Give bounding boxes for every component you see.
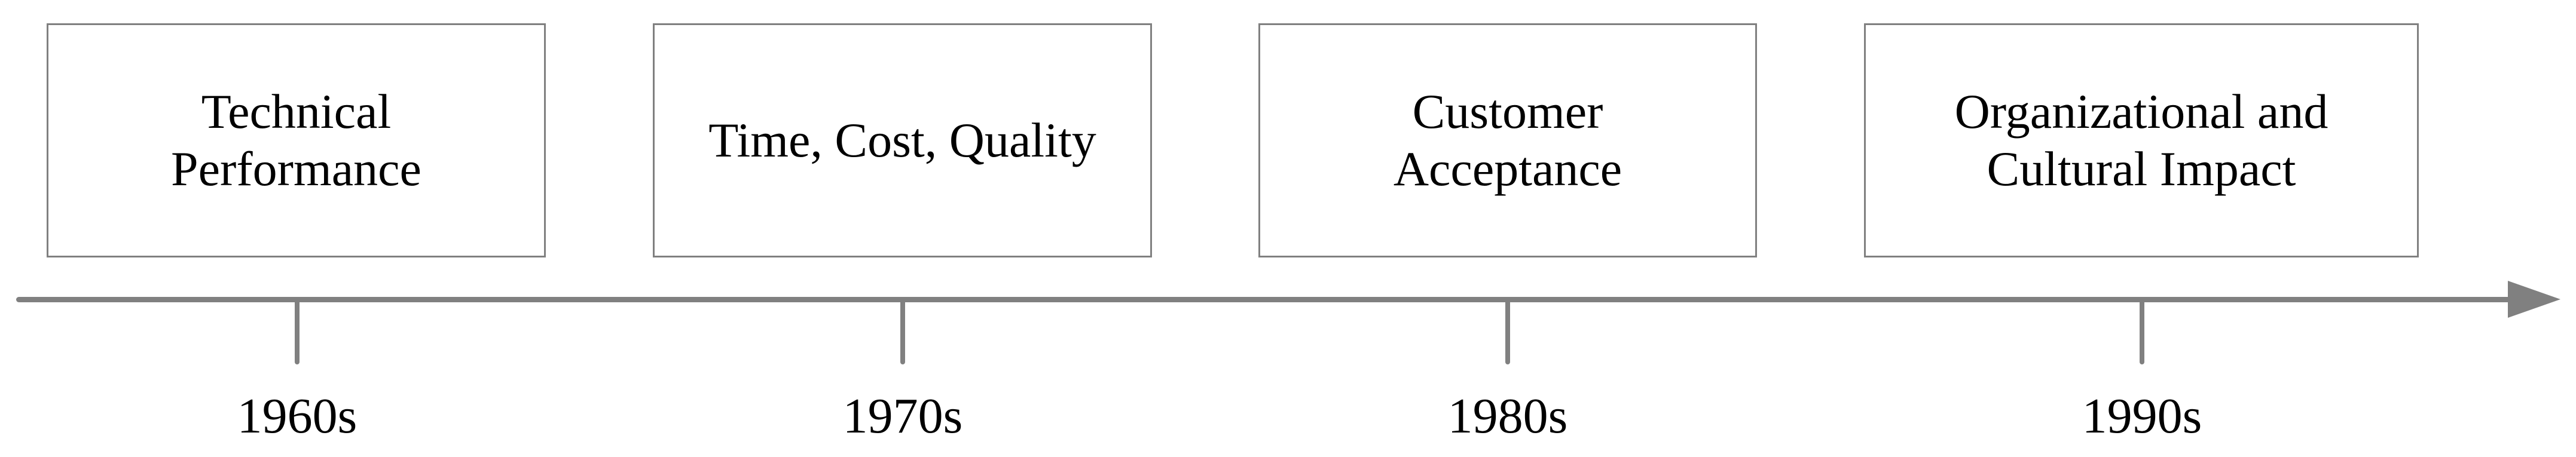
tick-1980s bbox=[1505, 300, 1510, 364]
timeline-axis bbox=[16, 297, 2511, 302]
tick-1970s bbox=[900, 300, 905, 364]
era-box-1980s-label-line-1: Customer bbox=[1412, 84, 1603, 139]
era-box-1990s: Organizational and Cultural Impact bbox=[1864, 23, 2419, 257]
era-box-1970s: Time, Cost, Quality bbox=[653, 23, 1152, 257]
decade-label-1980s: 1980s bbox=[1447, 388, 1568, 444]
decade-label-1960s: 1960s bbox=[237, 388, 357, 444]
tick-1990s bbox=[2140, 300, 2144, 364]
era-box-1990s-label-line-2: Cultural Impact bbox=[1987, 142, 2296, 196]
decade-label-1970s: 1970s bbox=[842, 388, 963, 444]
era-box-1990s-label-line-1: Organizational and bbox=[1954, 84, 2329, 139]
era-box-1970s-label-line-1: Time, Cost, Quality bbox=[708, 113, 1096, 167]
era-box-1980s: Customer Acceptance bbox=[1258, 23, 1757, 257]
era-box-1960s-label-line-1: Technical bbox=[201, 84, 392, 139]
tick-1960s bbox=[295, 300, 300, 364]
timeline-arrow-head-icon bbox=[2508, 281, 2560, 318]
era-box-1980s-label-line-2: Acceptance bbox=[1393, 142, 1622, 196]
era-box-1960s-label-line-2: Performance bbox=[171, 142, 421, 196]
decade-label-1990s: 1990s bbox=[2082, 388, 2202, 444]
era-box-1960s: Technical Performance bbox=[47, 23, 546, 257]
